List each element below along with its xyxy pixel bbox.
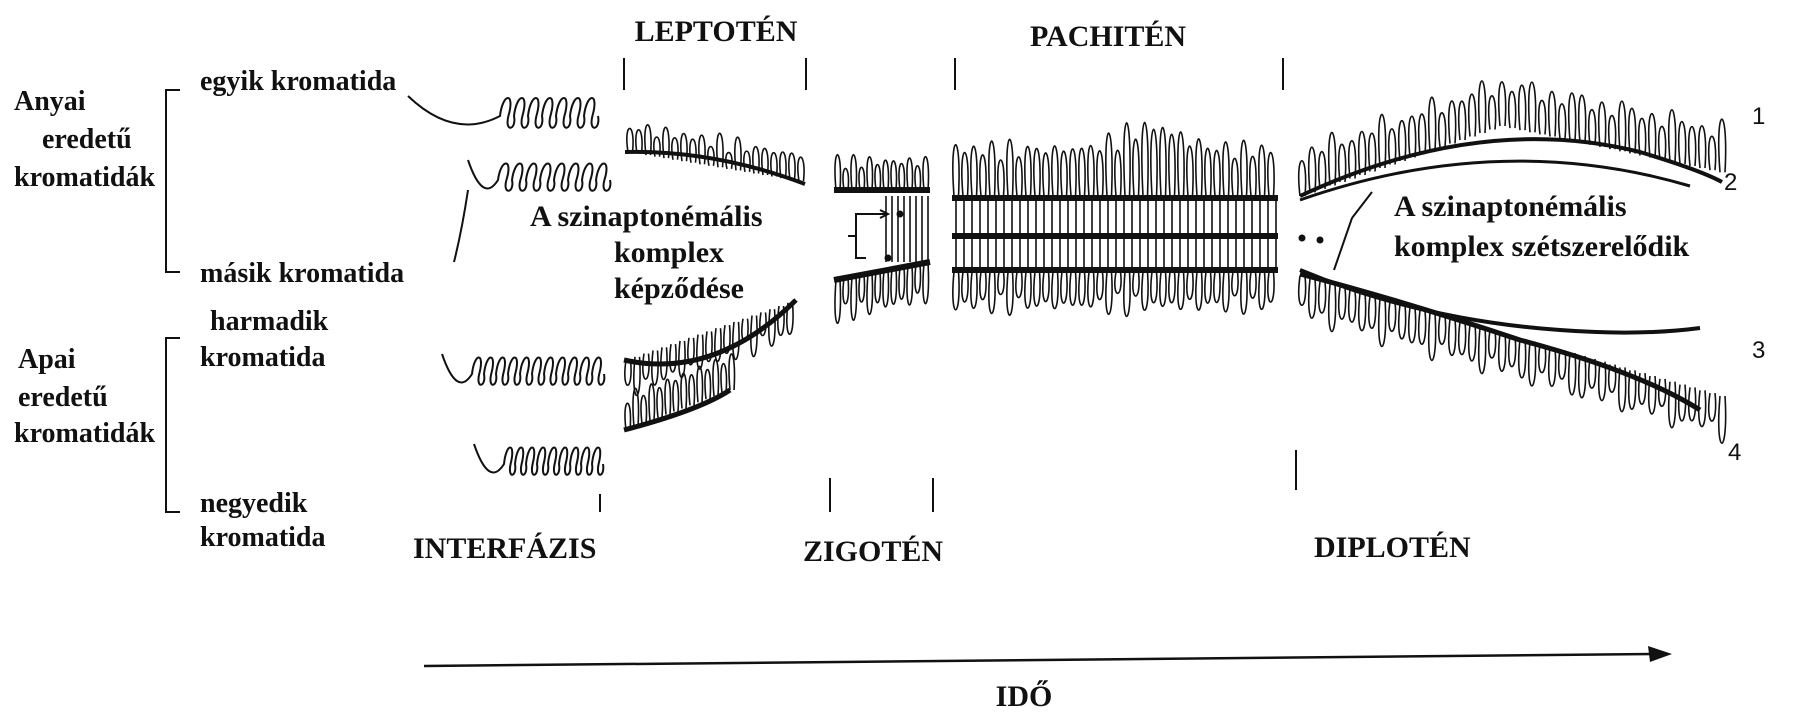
first-chromatid-label: egyik kromatida [200,66,396,97]
time-axis-label: IDŐ [996,680,1053,713]
leptoten-upper-axis [625,152,805,184]
maternal-bracket [166,90,180,272]
chromatid-number-3: 3 [1752,337,1765,364]
diploten-attachment-dot-2 [1317,237,1323,243]
time-arrow-shaft [424,654,1655,666]
fourth-chromatid-label: negyedik kromatida [200,488,326,553]
third-chromatid-label: harmadik kromatida [200,306,335,373]
zigoten-pointer-bracket [848,214,868,258]
pachiten-transverse-filaments [956,200,1276,268]
disassembly-annotation: A szinaptonémális komplex szétszerelődik [1394,190,1690,263]
chromatid-number-4: 4 [1728,439,1741,466]
formation-annotation: A szinaptonémális komplex képződése [530,200,770,305]
zigoten-attachment-dot-2 [885,255,891,261]
interphase-chromatid-3 [442,354,604,385]
pachiten-chromatin [952,122,1278,316]
formation-line-1: A szinaptonémális [530,200,763,233]
zigoten-upper-band [835,155,929,190]
third-chromatid-line-2: kromatida [200,342,326,373]
paternal-group-label: Apai eredetű kromatidák [14,344,155,449]
chromatid-number-2: 2 [1724,169,1737,196]
disassembly-line-2: komplex szétszerelődik [1394,230,1690,263]
zigoten-chromatin [834,155,930,324]
third-chromatid-line-1: harmadik [210,306,329,337]
stage-label-leptoten: LEPTOTÉN [635,15,798,48]
zigoten-central-element [886,196,928,262]
diploten-attachment-dot-1 [1299,235,1305,241]
maternal-group-label: Anyai eredetű kromatidák [14,86,155,193]
second-chromatid-label: másik kromatida [200,258,404,289]
chromatid-number-1: 1 [1752,103,1765,130]
stage-label-interfazis: INTERFÁZIS [413,532,596,565]
paternal-label-line-3: kromatidák [14,418,155,449]
diploten-lower-band [1299,276,1726,443]
pachiten-upper-band [953,122,1274,196]
maternal-label-line-2: eredetű [42,124,132,155]
formation-line-2: komplex [614,236,724,269]
maternal-label-line-1: Anyai [14,86,86,117]
time-arrow-head [1648,646,1672,662]
interphase-chromatid-1 [408,96,598,128]
pachiten-lower-band [953,272,1274,316]
formation-line-3: képződése [614,272,744,305]
time-arrow [424,646,1672,666]
stage-label-zigoten: ZIGOTÉN [803,535,943,568]
paternal-group: Apai eredetű kromatidák harmadik kromati… [14,306,335,553]
fourth-chromatid-line-1: negyedik [200,488,308,519]
maternal-label-line-3: kromatidák [14,162,155,193]
paternal-bracket [166,338,180,512]
paternal-label-line-1: Apai [18,344,76,375]
maternal-group: Anyai eredetű kromatidák egyik kromatida… [14,66,404,289]
stage-label-pachiten: PACHITÉN [1030,20,1186,53]
interphase-chromatids [408,96,610,475]
diploten-pointer-lines [1334,192,1372,270]
leptoten-lower-band-a [625,303,793,396]
fourth-chromatid-line-2: kromatida [200,522,326,553]
zigoten-attachment-dot-1 [897,211,903,217]
disassembly-line-1: A szinaptonémális [1394,190,1627,223]
zigoten-pointer-arrow [868,210,888,218]
stage-label-diploten: DIPLOTÉN [1314,531,1471,564]
interphase-chromatid-4 [474,444,603,475]
paternal-label-line-2: eredetű [18,382,108,413]
